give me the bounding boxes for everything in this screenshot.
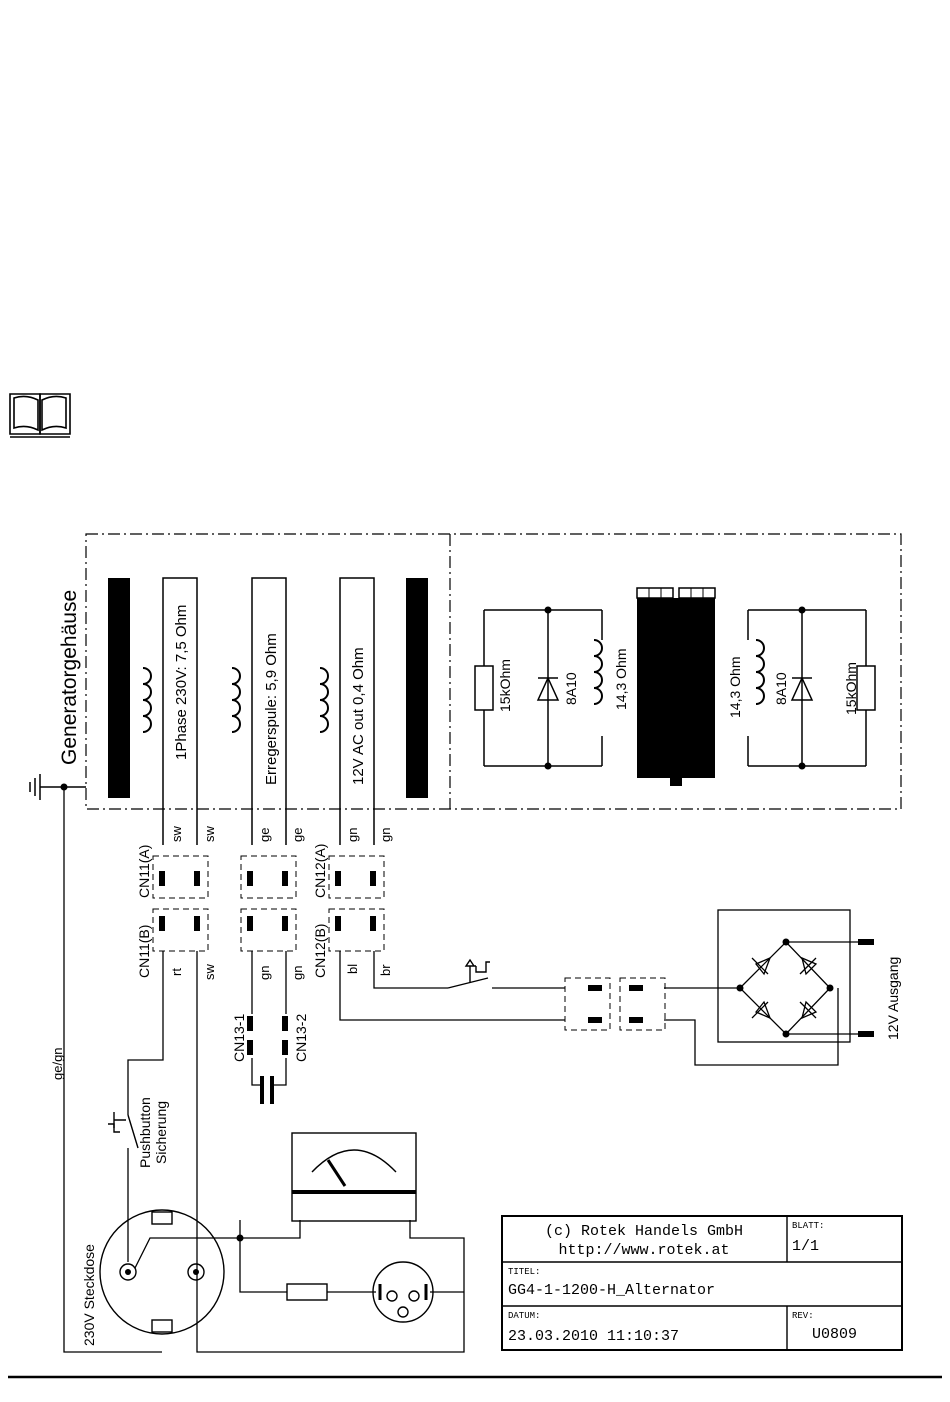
junction-dot — [544, 606, 552, 614]
ground-symbol — [29, 774, 86, 800]
cn13-2-label: CN13-2 — [293, 1014, 309, 1062]
title-blatt-value: 1/1 — [792, 1238, 819, 1255]
wire-label-ge: ge — [290, 828, 305, 842]
connector-pins — [159, 871, 376, 1055]
junction-dot — [736, 984, 744, 992]
title-blatt-label: BLATT: — [792, 1221, 824, 1231]
main-winding-label: 1Phase 230V: 7,5 Ohm — [173, 605, 190, 760]
cn11a-label: CN11(A) — [136, 845, 152, 898]
output-terminal — [858, 939, 874, 945]
main-winding — [162, 577, 198, 845]
housing-label: Generatorgehäuse — [58, 590, 81, 765]
stator-core-right — [406, 578, 428, 798]
wire-label-bl: bl — [345, 964, 360, 974]
connector-housings — [152, 855, 385, 952]
rotor-left-circuit — [474, 609, 603, 767]
wiring — [63, 787, 839, 1353]
rotor-core — [636, 587, 716, 786]
aux-winding — [339, 577, 375, 845]
pushbutton-label: Pushbutton — [137, 1097, 153, 1168]
cn11b-label: CN11(B) — [136, 925, 152, 978]
title-url: http://www.rotek.at — [558, 1242, 729, 1259]
cn12a-label: CN12(A) — [312, 844, 328, 898]
voltmeter-icon — [291, 1132, 417, 1222]
output-terminal — [858, 1031, 874, 1037]
wire-label-rt: rt — [169, 968, 184, 976]
rotor-left-diode-label: 8A10 — [563, 672, 579, 705]
aux-winding-coil-icon — [319, 667, 329, 733]
socket-pin — [125, 1269, 131, 1275]
fuse-label: Sicherung — [153, 1101, 169, 1164]
12v-switch-icon — [447, 958, 490, 989]
junction-dot — [782, 1030, 790, 1038]
wire-label-br: br — [378, 964, 393, 976]
rotor-left-coil-label: 14,3 Ohm — [613, 649, 629, 710]
pushbutton-fuse-icon — [108, 1112, 139, 1149]
aux-winding-label: 12V AC out 0,4 Ohm — [350, 647, 367, 785]
manual-book-icon — [9, 393, 71, 438]
cn13-1-label: CN13-1 — [231, 1014, 247, 1062]
exciter-winding-coil-icon — [231, 667, 241, 733]
rotor-right-coil-label: 14,3 Ohm — [727, 657, 743, 718]
wire-label-gn: gn — [345, 828, 360, 842]
capacitor-icon — [260, 1076, 274, 1104]
title-datum-label: DATUM: — [508, 1311, 540, 1321]
main-winding-coil-icon — [142, 667, 152, 733]
exciter-winding-label: Erregerspule: 5,9 Ohm — [263, 633, 280, 785]
title-titel-value: GG4-1-1200-H_Alternator — [508, 1282, 715, 1299]
generator-housing-boundary — [85, 533, 902, 810]
wire-label-ge: ge — [257, 828, 272, 842]
wire-label-gn: gn — [290, 966, 305, 980]
title-datum-value: 23.03.2010 11:10:37 — [508, 1328, 679, 1345]
12v-plug-pins — [588, 985, 643, 1023]
title-rev-value: U0809 — [812, 1326, 857, 1343]
wire-label-gegn: ge/gn — [50, 1047, 65, 1080]
title-block — [501, 1215, 903, 1351]
rotor-right-circuit — [747, 609, 876, 767]
rotor-right-diode-label: 8A10 — [773, 672, 789, 705]
junction-dot — [826, 984, 834, 992]
wire-label-sw: sw — [169, 826, 184, 843]
wire-label-gn: gn — [378, 828, 393, 842]
indicator-lamp-icon — [372, 1261, 434, 1323]
bridge-rectifier — [717, 909, 868, 1043]
lamp-resistor — [286, 1283, 328, 1301]
12v-plug-housings — [564, 977, 666, 1031]
junction-dot — [782, 938, 790, 946]
rotor-right-resistor-label: 15kOhm — [843, 662, 859, 715]
socket-label: 230V Steckdose — [81, 1244, 97, 1346]
junction-dot — [798, 762, 806, 770]
wire-label-sw: sw — [202, 964, 217, 981]
exciter-winding — [251, 577, 287, 845]
rotor-right-coil-icon — [755, 639, 765, 705]
wire-label-sw: sw — [202, 826, 217, 843]
title-company: (c) Rotek Handels GmbH — [545, 1223, 743, 1240]
cn12b-label: CN12(B) — [312, 924, 328, 978]
title-titel-label: TITEL: — [508, 1267, 540, 1277]
rotor-left-resistor-label: 15kOhm — [497, 659, 513, 712]
junction-dot — [798, 606, 806, 614]
rotor-left-coil-icon — [593, 639, 603, 705]
stator-core-left — [108, 578, 130, 798]
title-rev-label: REV: — [792, 1311, 814, 1321]
230v-socket — [99, 1209, 225, 1335]
junction-dot — [544, 762, 552, 770]
12v-output-label: 12V Ausgang — [885, 957, 901, 1040]
socket-pin — [193, 1269, 199, 1275]
junction-dot — [236, 1234, 244, 1242]
wire-label-gn: gn — [257, 966, 272, 980]
